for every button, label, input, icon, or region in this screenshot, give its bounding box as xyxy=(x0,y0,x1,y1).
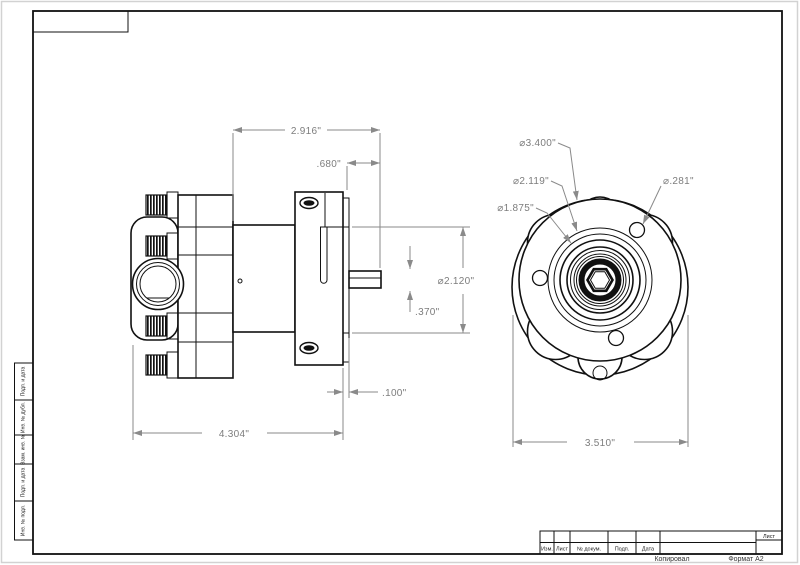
format-label: Формат А2 xyxy=(728,556,763,563)
stamp-label: Подп. и дата xyxy=(21,367,27,397)
copied-label: Копировал xyxy=(654,556,689,563)
drawing-frame xyxy=(32,10,783,555)
mounting-plate xyxy=(294,191,344,366)
titleblock-header: Подп. xyxy=(615,547,630,553)
titleblock-header: Дата xyxy=(642,547,655,553)
drive-shaft xyxy=(348,270,382,289)
hub xyxy=(559,239,641,321)
bottom-notch xyxy=(592,365,608,381)
bolt xyxy=(145,232,179,260)
dim-plate-offset: .680" xyxy=(316,159,341,170)
titleblock-header: Лист xyxy=(556,547,568,553)
front-view-pump xyxy=(511,196,689,381)
inlet-port xyxy=(131,257,185,311)
titleblock-header: Изм. xyxy=(541,547,553,553)
stamp-label: Взам. инв. № xyxy=(21,434,27,465)
plate-slot xyxy=(320,227,328,284)
margin-stamps: Подп. и дата Инв. № дубл. Взам. инв. № П… xyxy=(14,362,34,541)
stamp-label: Инв. № подл. xyxy=(21,505,27,536)
dim-bolt-hole-dia: ⌀.281" xyxy=(663,176,694,187)
dim-flange-dia: ⌀3.400" xyxy=(519,138,556,149)
titleblock-header: № докум. xyxy=(577,547,602,553)
sheet-label: Лист xyxy=(763,534,775,540)
bolt xyxy=(145,351,179,379)
stamp-label: Подп. и дата xyxy=(21,468,27,498)
pilot-boss xyxy=(342,197,350,363)
bolt-hole xyxy=(531,269,549,287)
dim-bolt-circle-dia: ⌀2.119" xyxy=(513,176,549,187)
bolt-hole xyxy=(628,221,646,239)
dim-pilot-depth: .100" xyxy=(382,388,407,399)
bolt-circle xyxy=(547,227,653,333)
pump-body xyxy=(232,224,296,333)
vent-hole xyxy=(237,278,243,284)
front-view-dimensions: ⌀3.400" ⌀2.119" ⌀1.875" ⌀.281" 3.510" xyxy=(497,138,694,449)
bolt-flange xyxy=(177,194,234,379)
dim-pilot-dia: ⌀2.120" xyxy=(438,276,475,287)
title-block: Изм. Лист № докум. Подп. Дата Лист Копир… xyxy=(539,530,783,563)
dim-overall-length: 4.304" xyxy=(219,429,250,440)
side-view-pump xyxy=(130,191,382,379)
plate-hole xyxy=(299,341,319,355)
corner-stamp-box xyxy=(32,10,129,33)
bolt xyxy=(145,312,179,340)
dim-width-top: 2.916" xyxy=(291,126,322,137)
dim-overall-width: 3.510" xyxy=(585,438,616,449)
side-view-dimensions: 2.916" .680" ⌀2.120" .370" .100" 4.304" xyxy=(132,126,475,440)
plate-hole xyxy=(299,196,319,210)
bolt-hole xyxy=(607,329,625,347)
dim-shaft-dia: .370" xyxy=(415,307,440,318)
dim-pilot-dia-front: ⌀1.875" xyxy=(497,203,534,214)
stamp-label: Инв. № дубл. xyxy=(21,402,27,433)
hex-socket xyxy=(585,267,615,293)
bolt xyxy=(145,191,179,219)
pilot-circle xyxy=(553,233,647,327)
